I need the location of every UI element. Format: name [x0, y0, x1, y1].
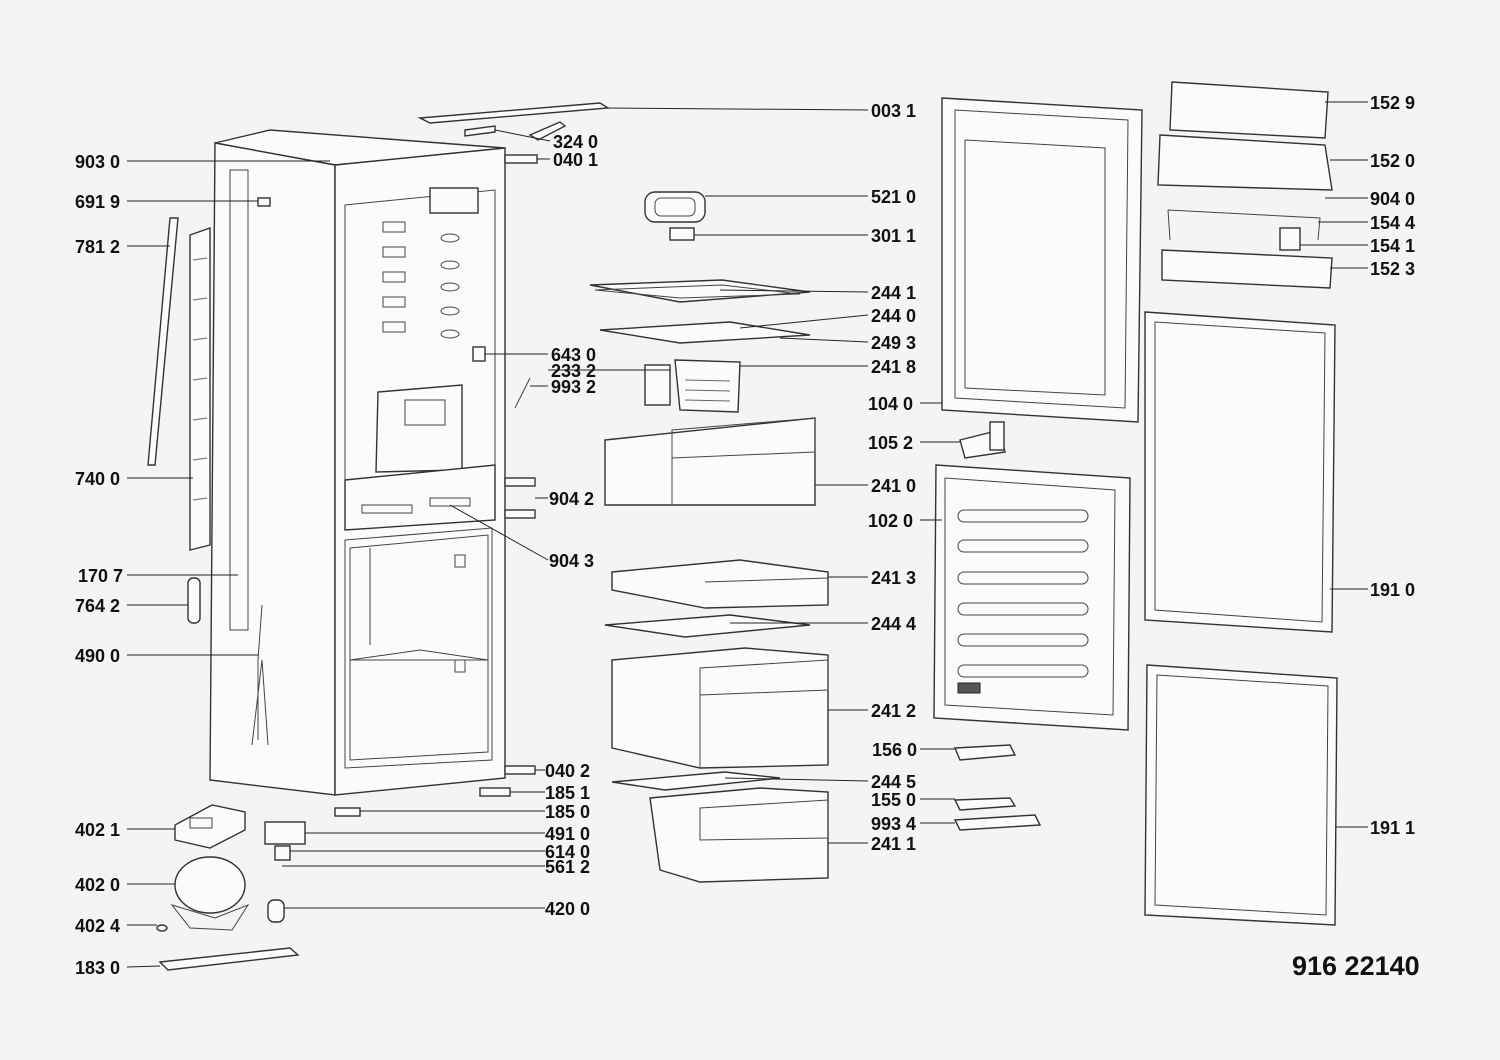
part-label: 904 3 [549, 551, 594, 571]
part-label: 241 0 [871, 476, 916, 496]
part-label: 903 0 [75, 152, 120, 172]
part-label: 156 0 [872, 740, 917, 760]
door-gaskets [1144, 311, 1338, 926]
part-label: 105 2 [868, 433, 913, 453]
part-label: 402 0 [75, 875, 120, 895]
part-label: 244 4 [871, 614, 916, 634]
part-label: 185 0 [545, 802, 590, 822]
part-label: 152 9 [1370, 93, 1415, 113]
part-label: 233 2 [551, 361, 596, 381]
label-set: 003 1 324 0 040 1 903 0 691 9 781 2 740 … [75, 93, 1420, 981]
part-label: 244 0 [871, 306, 916, 326]
part-label: 241 3 [871, 568, 916, 588]
part-label: 324 0 [553, 132, 598, 152]
part-label: 191 0 [1370, 580, 1415, 600]
part-label: 420 0 [545, 899, 590, 919]
compressor-group [156, 804, 306, 971]
cabinet-body [209, 129, 506, 796]
freezer-door-inner [933, 464, 1131, 731]
middle-parts [334, 191, 829, 883]
part-label: 740 0 [75, 469, 120, 489]
diagram-code: 916 22140 [1292, 951, 1420, 981]
part-label: 490 0 [75, 646, 120, 666]
part-label: 155 0 [871, 790, 916, 810]
door-bins [1157, 81, 1333, 289]
part-label: 152 3 [1370, 259, 1415, 279]
fridge-door-inner [941, 97, 1143, 423]
part-label: 183 0 [75, 958, 120, 978]
part-label: 521 0 [871, 187, 916, 207]
part-label: 904 0 [1370, 189, 1415, 209]
part-label: 191 1 [1370, 818, 1415, 838]
part-label: 781 2 [75, 237, 120, 257]
part-label: 241 8 [871, 357, 916, 377]
part-label: 154 4 [1370, 213, 1415, 233]
part-label: 691 9 [75, 192, 120, 212]
part-label: 614 0 [545, 842, 590, 862]
part-label: 040 2 [545, 761, 590, 781]
part-label: 003 1 [871, 101, 916, 121]
part-label: 244 5 [871, 772, 916, 792]
part-label: 402 1 [75, 820, 120, 840]
part-label: 993 4 [871, 814, 916, 834]
part-label: 104 0 [868, 394, 913, 414]
part-label: 561 2 [545, 857, 590, 877]
part-label: 643 0 [551, 345, 596, 365]
part-label: 102 0 [868, 511, 913, 531]
hinge-parts [959, 421, 1006, 459]
part-label: 185 1 [545, 783, 590, 803]
part-label: 904 2 [549, 489, 594, 509]
part-label: 040 1 [553, 150, 598, 170]
part-label: 154 1 [1370, 236, 1415, 256]
ice-trays [953, 744, 1042, 831]
part-label: 993 2 [551, 377, 596, 397]
part-label: 402 4 [75, 916, 120, 936]
part-label: 241 2 [871, 701, 916, 721]
side-condenser [147, 197, 271, 746]
part-label: 301 1 [871, 226, 916, 246]
part-label: 491 0 [545, 824, 590, 844]
part-label: 764 2 [75, 596, 120, 616]
part-label: 170 7 [78, 566, 123, 586]
leader-lines [126, 101, 1368, 968]
part-label: 152 0 [1370, 151, 1415, 171]
part-label: 244 1 [871, 283, 916, 303]
part-label: 249 3 [871, 333, 916, 353]
part-label: 241 1 [871, 834, 916, 854]
